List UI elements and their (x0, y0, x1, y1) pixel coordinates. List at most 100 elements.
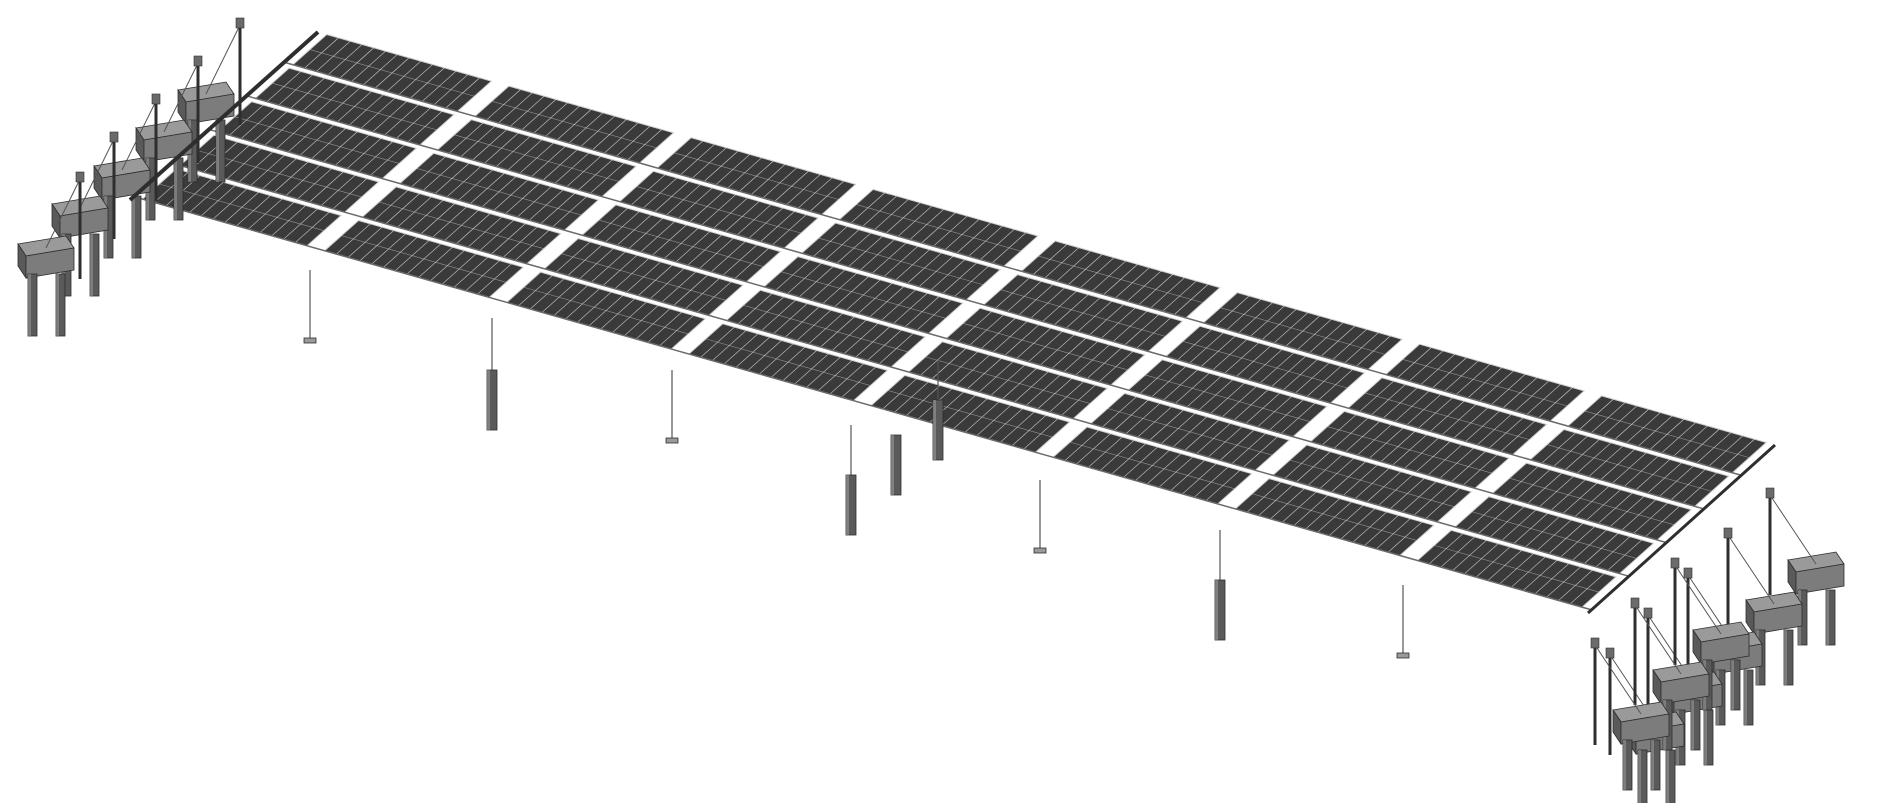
frame-tie-cable (1674, 564, 1722, 635)
panel-row (246, 67, 1730, 510)
panel-midline (1000, 289, 1166, 337)
pier-leg-highlight (1691, 700, 1694, 750)
column-pier-highlight (933, 400, 936, 460)
purlin-beam (133, 195, 1591, 611)
panel-midline (1584, 410, 1750, 458)
panel-midline (1289, 459, 1455, 508)
end-frame (93, 93, 161, 259)
frame-head (1765, 487, 1775, 499)
support-column (1033, 480, 1047, 554)
frame-head (1630, 597, 1640, 609)
frame-head (1605, 647, 1615, 659)
frame-tie-cable (1769, 494, 1817, 565)
panel-midline (1547, 444, 1712, 492)
panel-midline (491, 100, 657, 149)
frame-head (235, 17, 245, 29)
pier-leg-highlight (90, 234, 93, 296)
column-baseplate (1033, 547, 1047, 554)
support-column (1214, 530, 1226, 641)
panel-midline (1145, 374, 1310, 422)
panel-midline (1327, 426, 1493, 474)
support-column (845, 425, 857, 536)
panel-midline (856, 204, 1021, 252)
pier-leg-highlight (1704, 710, 1707, 765)
panel-midline (1252, 493, 1417, 541)
pier-leg-highlight (1731, 660, 1734, 710)
pier-leg-highlight (1651, 740, 1654, 790)
end-frame (1590, 637, 1670, 791)
frame-head (109, 131, 119, 143)
panel-midline (1107, 408, 1273, 456)
support-column (665, 370, 679, 444)
purlin-beam (246, 95, 1704, 510)
panel-midline (925, 356, 1091, 404)
panel-midline (1220, 307, 1386, 355)
frame-tie-cable (121, 100, 157, 171)
end-frame (17, 171, 85, 337)
pier-cap-front (1620, 713, 1670, 745)
pier-leg-highlight (1784, 630, 1787, 685)
panel-midline (743, 304, 909, 353)
column-baseplate (665, 437, 679, 444)
panel-midline (341, 235, 507, 283)
column-pier-highlight (891, 435, 894, 495)
pier-leg-highlight (1638, 750, 1641, 803)
pier-leg-highlight (216, 120, 219, 182)
panel-midline (673, 152, 839, 200)
support-column (486, 318, 498, 431)
frame-head (1670, 557, 1680, 569)
support-column (303, 270, 317, 344)
panel-row (171, 134, 1655, 577)
panel-row (208, 101, 1693, 544)
pier-leg-highlight (1744, 670, 1747, 725)
panel-midline (1364, 392, 1530, 440)
pier-cap-front (1753, 603, 1803, 635)
frame-tie-cable (1634, 604, 1682, 675)
panel-midline (818, 237, 984, 286)
panel-midline (309, 49, 475, 97)
frame-tie-cable (205, 24, 241, 95)
frame-tie-cable (163, 62, 199, 133)
column-baseplate (1396, 652, 1410, 659)
panel-midline (705, 338, 871, 386)
pier-cap-front (1795, 563, 1845, 595)
pier-cap-front (1700, 633, 1750, 665)
support-column (890, 434, 902, 496)
frame-tie-cable (1727, 534, 1775, 605)
panel-midline (1069, 441, 1235, 490)
panel-midline (379, 201, 544, 249)
pier-leg-highlight (1666, 750, 1669, 803)
frame-head (1683, 567, 1693, 579)
right-end-frames (1586, 443, 1845, 803)
frame-head (75, 171, 85, 183)
panel-row (133, 168, 1617, 611)
frame-tie-cable (79, 138, 115, 209)
panel-midline (1038, 255, 1204, 304)
panel-midline (454, 134, 620, 182)
frame-head (193, 55, 203, 67)
pier-leg-highlight (28, 274, 31, 336)
frame-head (1723, 527, 1733, 539)
frame-head (151, 93, 161, 105)
pier-cap-front (59, 207, 109, 239)
end-frame (1765, 487, 1845, 646)
column-pier-highlight (1215, 580, 1218, 640)
panel-midline (1182, 341, 1348, 389)
panel-midline (234, 116, 400, 164)
column-baseplate (303, 337, 317, 344)
pier-cap-front (1660, 673, 1710, 705)
panel-midline (887, 390, 1053, 438)
left-end-girder (128, 30, 320, 202)
panel-midline (159, 183, 325, 231)
left-end-frames (17, 17, 320, 337)
panel-midline (963, 323, 1128, 371)
purlin-beam (171, 162, 1629, 577)
frame-tie-cable (45, 178, 81, 249)
panel-midline (636, 186, 802, 234)
panel-midline (1434, 545, 1600, 593)
pier-leg-highlight (132, 196, 135, 258)
pier-leg-highlight (174, 158, 177, 220)
support-column (932, 360, 944, 461)
